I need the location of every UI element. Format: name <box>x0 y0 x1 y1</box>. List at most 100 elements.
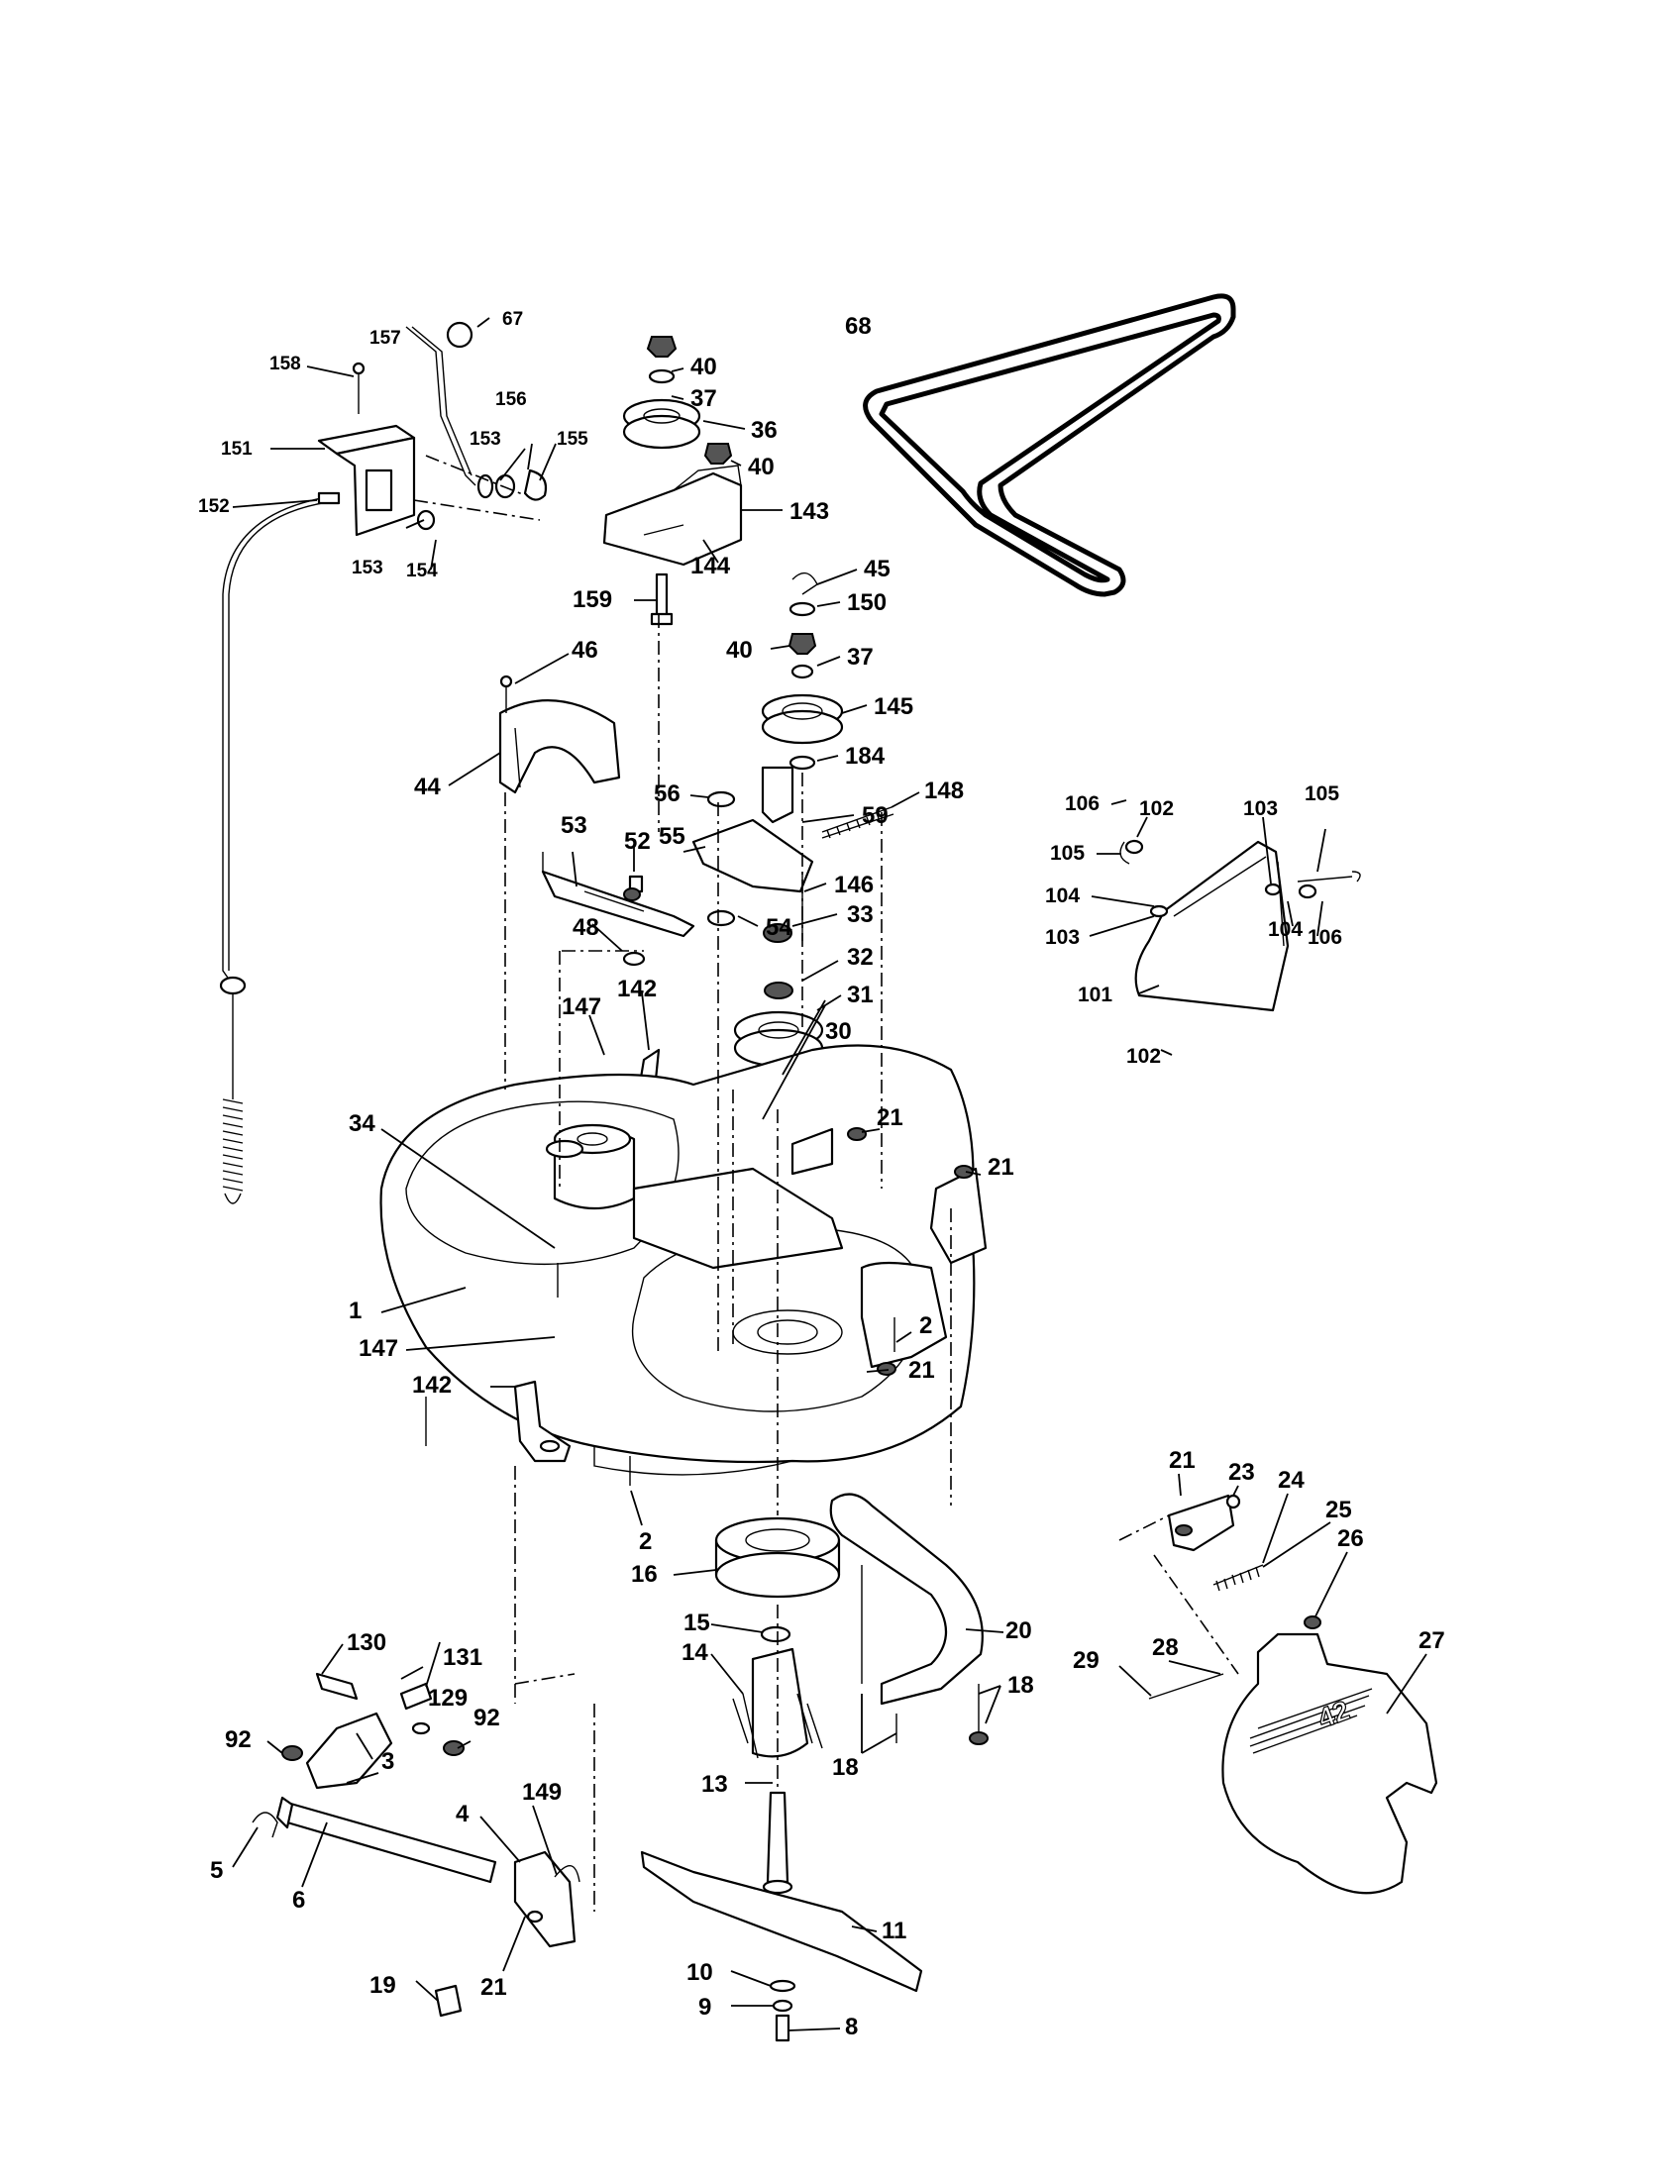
callout-92-a: 92 <box>225 1726 252 1753</box>
callout-26: 26 <box>1337 1525 1364 1552</box>
callout-150: 150 <box>847 589 888 616</box>
callout-144: 144 <box>690 553 731 579</box>
callout-19: 19 <box>369 1972 396 1999</box>
callout-104-b: 104 <box>1268 918 1304 941</box>
callout-159: 159 <box>573 586 613 613</box>
callout-21-a: 21 <box>877 1104 903 1131</box>
callout-20: 20 <box>1005 1617 1032 1644</box>
callout-27: 27 <box>1418 1627 1445 1654</box>
lift-cable <box>219 491 341 1204</box>
mower-deck <box>379 1044 988 1486</box>
callout-33: 33 <box>847 901 874 928</box>
callout-153-lower: 153 <box>352 558 383 578</box>
lift-lever-assembly <box>317 321 548 537</box>
blade-brake-arm <box>541 852 695 967</box>
spindle-assembly <box>640 1516 923 2042</box>
callout-131: 131 <box>443 1644 483 1671</box>
idler-pulley-lower <box>761 572 844 771</box>
callout-2-a: 2 <box>919 1312 933 1339</box>
callout-11: 11 <box>882 1918 907 1944</box>
callout-32: 32 <box>847 944 874 971</box>
callout-3: 3 <box>381 1748 395 1775</box>
chute-hinge-bracket <box>1118 1494 1264 1675</box>
callout-leaders <box>232 317 1427 2031</box>
callout-40-b: 40 <box>748 454 775 480</box>
callout-103-a: 103 <box>1243 797 1279 820</box>
callout-2-b: 2 <box>639 1528 653 1555</box>
callout-157: 157 <box>369 328 401 349</box>
callout-34: 34 <box>349 1110 375 1137</box>
callout-5: 5 <box>210 1857 224 1884</box>
front-stabilizer <box>829 1493 989 1745</box>
discharge-chute <box>1148 1615 1438 1895</box>
callout-18-a: 18 <box>832 1754 859 1781</box>
callout-6: 6 <box>292 1887 306 1914</box>
callout-54: 54 <box>766 914 792 941</box>
callout-129: 129 <box>428 1685 469 1712</box>
callout-46: 46 <box>572 637 598 664</box>
callout-142-upper: 142 <box>617 976 658 1002</box>
callout-56: 56 <box>654 780 681 807</box>
callout-146: 146 <box>834 872 875 898</box>
callout-4: 4 <box>456 1801 470 1827</box>
callout-45: 45 <box>864 556 891 582</box>
callout-21-b: 21 <box>988 1154 1014 1181</box>
idler-pulley-upper <box>622 336 733 465</box>
callout-21-e: 21 <box>1169 1447 1196 1474</box>
callout-14: 14 <box>682 1639 708 1666</box>
callout-53: 53 <box>561 812 587 839</box>
callout-48: 48 <box>573 914 599 941</box>
callout-147-upper: 147 <box>562 993 602 1020</box>
callout-105-a: 105 <box>1305 782 1340 805</box>
callout-24: 24 <box>1278 1467 1305 1494</box>
callout-59: 59 <box>862 802 889 829</box>
discharge-deflector <box>1119 839 1361 1012</box>
callout-1: 1 <box>349 1298 363 1324</box>
callout-37-a: 37 <box>690 385 717 412</box>
callout-23: 23 <box>1228 1459 1255 1486</box>
callout-148: 148 <box>924 778 965 804</box>
callout-102-a: 102 <box>1139 797 1175 820</box>
callout-31: 31 <box>847 982 874 1008</box>
callout-30: 30 <box>825 1018 852 1045</box>
callout-184: 184 <box>845 743 886 770</box>
alignment-lines <box>504 614 952 1793</box>
callout-154: 154 <box>406 561 438 581</box>
callout-149: 149 <box>522 1779 563 1806</box>
callout-28: 28 <box>1152 1634 1179 1661</box>
callout-25: 25 <box>1325 1497 1352 1523</box>
callout-156: 156 <box>495 389 527 410</box>
idler-bracket <box>602 465 743 626</box>
callout-155: 155 <box>557 429 588 450</box>
callout-16: 16 <box>631 1561 658 1588</box>
callout-151: 151 <box>221 439 253 460</box>
callout-92-b: 92 <box>473 1705 500 1731</box>
callout-104-a: 104 <box>1045 884 1081 907</box>
callout-102-b: 102 <box>1126 1045 1162 1068</box>
callout-106-a: 106 <box>1065 792 1101 815</box>
callout-67: 67 <box>502 309 524 330</box>
callout-10: 10 <box>686 1959 713 1986</box>
callout-9: 9 <box>698 1994 712 2021</box>
callout-158: 158 <box>269 354 301 374</box>
callout-37-b: 37 <box>847 644 874 671</box>
lift-link-assembly <box>252 1550 595 2018</box>
callout-103-b: 103 <box>1045 926 1081 949</box>
callout-21-d: 21 <box>480 1974 507 2001</box>
callout-106-b: 106 <box>1308 926 1343 949</box>
callout-105-b: 105 <box>1050 842 1086 865</box>
callout-8: 8 <box>845 2014 859 2040</box>
callout-40-c: 40 <box>726 637 753 664</box>
callout-44: 44 <box>414 774 441 800</box>
callout-18-b: 18 <box>1007 1672 1034 1699</box>
callout-40-a: 40 <box>690 354 717 380</box>
callout-15: 15 <box>683 1610 710 1636</box>
callout-152: 152 <box>198 496 230 517</box>
callout-145: 145 <box>874 693 914 720</box>
callout-143: 143 <box>789 498 830 525</box>
callout-13: 13 <box>701 1771 728 1798</box>
callout-153-upper: 153 <box>470 429 501 450</box>
callout-21-c: 21 <box>908 1357 935 1384</box>
